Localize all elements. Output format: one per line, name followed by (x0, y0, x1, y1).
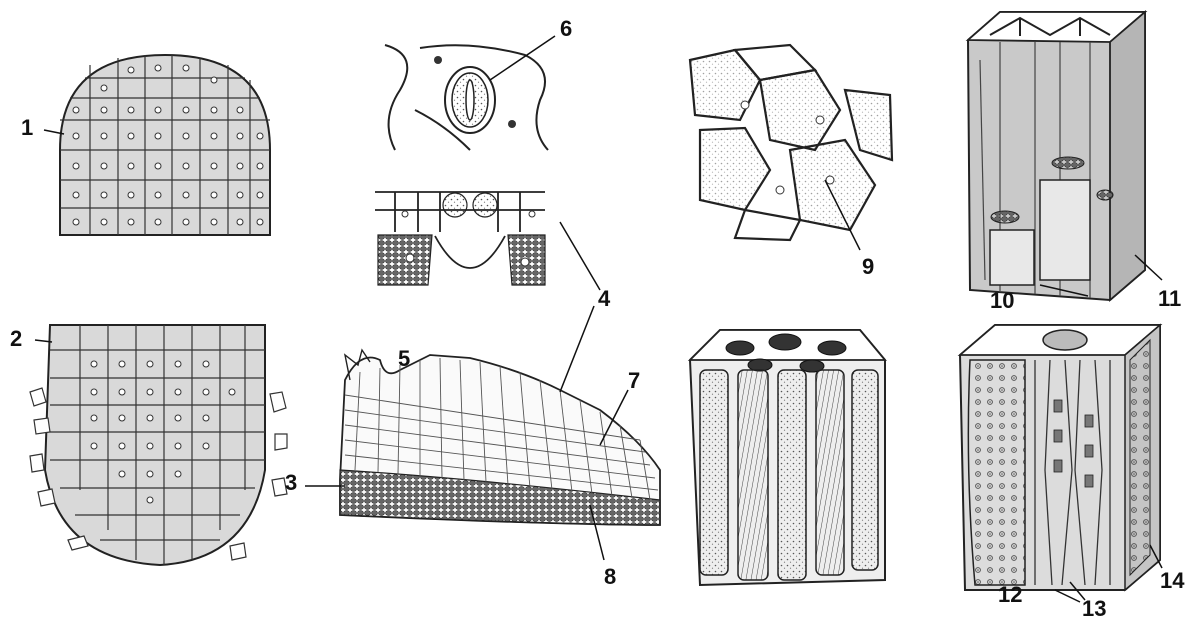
leader-line-14 (1149, 544, 1163, 569)
tracheid-columns (699, 369, 879, 581)
sieve-plates (990, 156, 1114, 224)
label-3: 3 (285, 470, 298, 495)
label-13: 13 (1082, 596, 1107, 621)
leader-line-7 (599, 389, 629, 446)
label-2: 2 (10, 326, 23, 351)
leader-line-6 (489, 35, 556, 81)
leader-line-13a (1054, 589, 1081, 603)
leader-line-13b (1069, 581, 1086, 601)
label-5: 5 (398, 346, 411, 371)
vessel-ray-cells (1053, 399, 1094, 488)
vessel-fiber-lines (1034, 359, 1111, 586)
sieve-tube-block-panel (965, 10, 1163, 302)
apical-meristem-panel (43, 53, 271, 236)
stomata-section-panel (375, 190, 601, 291)
collenchyma-panel (680, 43, 895, 251)
leader-line-1 (43, 129, 65, 135)
vessel-block-panel (957, 323, 1163, 603)
leader-line-9 (824, 179, 861, 251)
bark-section-panel (305, 305, 661, 561)
label-9: 9 (862, 254, 875, 279)
root-cap-sloughed-cells (29, 387, 288, 561)
label-1: 1 (21, 115, 34, 140)
sieve-tube-walls (979, 42, 1091, 298)
leader-line-8 (589, 504, 605, 561)
root-cell-walls (50, 325, 265, 565)
tracheid-block-panel (687, 329, 887, 587)
leader-line-2 (34, 339, 53, 343)
label-14: 14 (1160, 568, 1185, 593)
collenchyma-cell-walls (688, 43, 894, 242)
meristem-nuclei (72, 64, 264, 226)
label-10: 10 (990, 288, 1015, 313)
label-11: 11 (1158, 286, 1182, 311)
leader-line-11b (1134, 254, 1163, 281)
leader-line-4b (559, 305, 595, 393)
leader-line-11a (1039, 284, 1089, 297)
label-4: 4 (598, 286, 611, 311)
bark-cell-grid (344, 357, 659, 501)
label-12: 12 (998, 582, 1023, 607)
label-7: 7 (628, 368, 641, 393)
tracheid-lumens-top (725, 333, 847, 373)
root-nuclei (90, 360, 236, 504)
stomata-top-panel (384, 35, 556, 151)
leader-line-4a (559, 221, 601, 291)
sieve-top-network (989, 16, 1111, 37)
root-tip-panel (29, 324, 288, 567)
label-6: 6 (560, 16, 573, 41)
meristem-cell-walls (60, 55, 270, 235)
label-8: 8 (604, 564, 617, 589)
